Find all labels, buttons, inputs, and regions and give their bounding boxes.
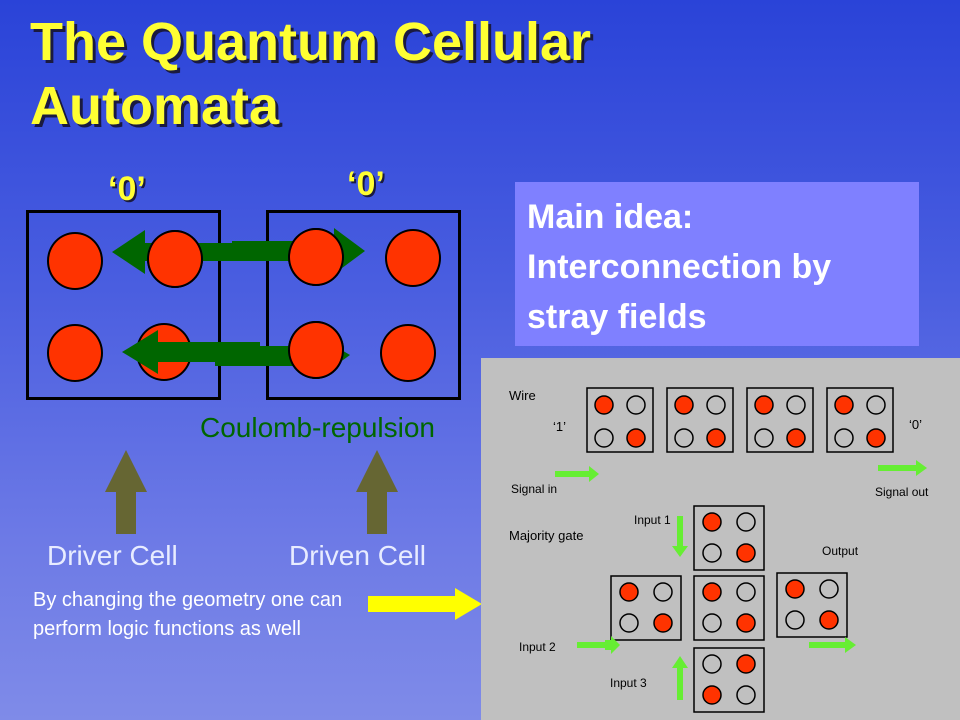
driver-up-arrow <box>105 450 147 534</box>
input1-label: Input 1 <box>634 513 671 527</box>
driver-dot-top-right-front <box>147 230 203 288</box>
main-idea-line-1: Main idea: <box>527 198 694 236</box>
wire-output-value: ‘0’ <box>909 417 923 432</box>
wire-input-value: ‘1’ <box>553 419 567 434</box>
input2-arrow-shaft <box>577 642 607 648</box>
wire-label: Wire <box>509 388 536 403</box>
driver-dot-bottom-left <box>47 324 103 382</box>
wire-cell-4 <box>826 387 894 453</box>
gate-cell-center <box>693 575 765 641</box>
coulomb-label: Coulomb-repulsion <box>200 412 436 443</box>
output-label: Output <box>822 544 859 558</box>
driven-dot-top-left-front <box>288 228 344 286</box>
main-idea-line-2: Interconnection by <box>527 248 832 286</box>
signal-in-arrow <box>555 466 599 482</box>
driven-up-arrow <box>356 450 398 534</box>
wire-cell-2 <box>666 387 734 453</box>
input2-arrow <box>605 636 620 654</box>
driven-cell-label: Driven Cell <box>289 540 426 571</box>
slide-title: The Quantum Cellular Automata <box>30 12 592 136</box>
driven-state-label: ‘0’ <box>347 165 385 203</box>
signal-in-label: Signal in <box>511 482 558 496</box>
repulsion-arrow-left-bottom <box>122 330 260 374</box>
input3-label: Input 3 <box>610 676 647 690</box>
main-idea-line-3: stray fields <box>527 298 707 336</box>
wire-cell-1 <box>586 387 654 453</box>
input3-arrow <box>672 656 688 700</box>
panel-drawing <box>555 387 927 713</box>
geometry-description: By changing the geometry one can perform… <box>33 589 343 640</box>
driven-dot-top-right <box>385 229 441 287</box>
gate-cell-left <box>610 575 682 641</box>
gate-cell-right <box>776 572 848 638</box>
main-idea-box: Main idea: Interconnection by stray fiel… <box>515 182 919 346</box>
wire-cell-3 <box>746 387 814 453</box>
output-arrow <box>809 637 856 653</box>
qca-examples-panel: Wire ‘1’ ‘0’ Signal in Signal out Majori… <box>481 358 960 720</box>
gate-cell-input3 <box>693 647 765 713</box>
signal-out-arrow <box>878 460 927 476</box>
driven-cell <box>266 210 461 400</box>
driver-cell-label: Driver Cell <box>47 540 178 571</box>
driver-state-label: ‘0’ <box>108 170 146 208</box>
signal-out-label: Signal out <box>875 485 929 499</box>
driver-cell <box>26 210 221 400</box>
driven-dot-bottom-right <box>380 324 436 382</box>
gate-cell-input1 <box>693 505 765 571</box>
geometry-arrow <box>368 588 482 620</box>
driver-dot-top-left <box>47 232 103 290</box>
driven-dot-bottom-left-front <box>288 321 344 379</box>
input2-label: Input 2 <box>519 640 556 654</box>
majority-gate-label: Majority gate <box>509 528 584 543</box>
input1-arrow <box>672 516 688 557</box>
